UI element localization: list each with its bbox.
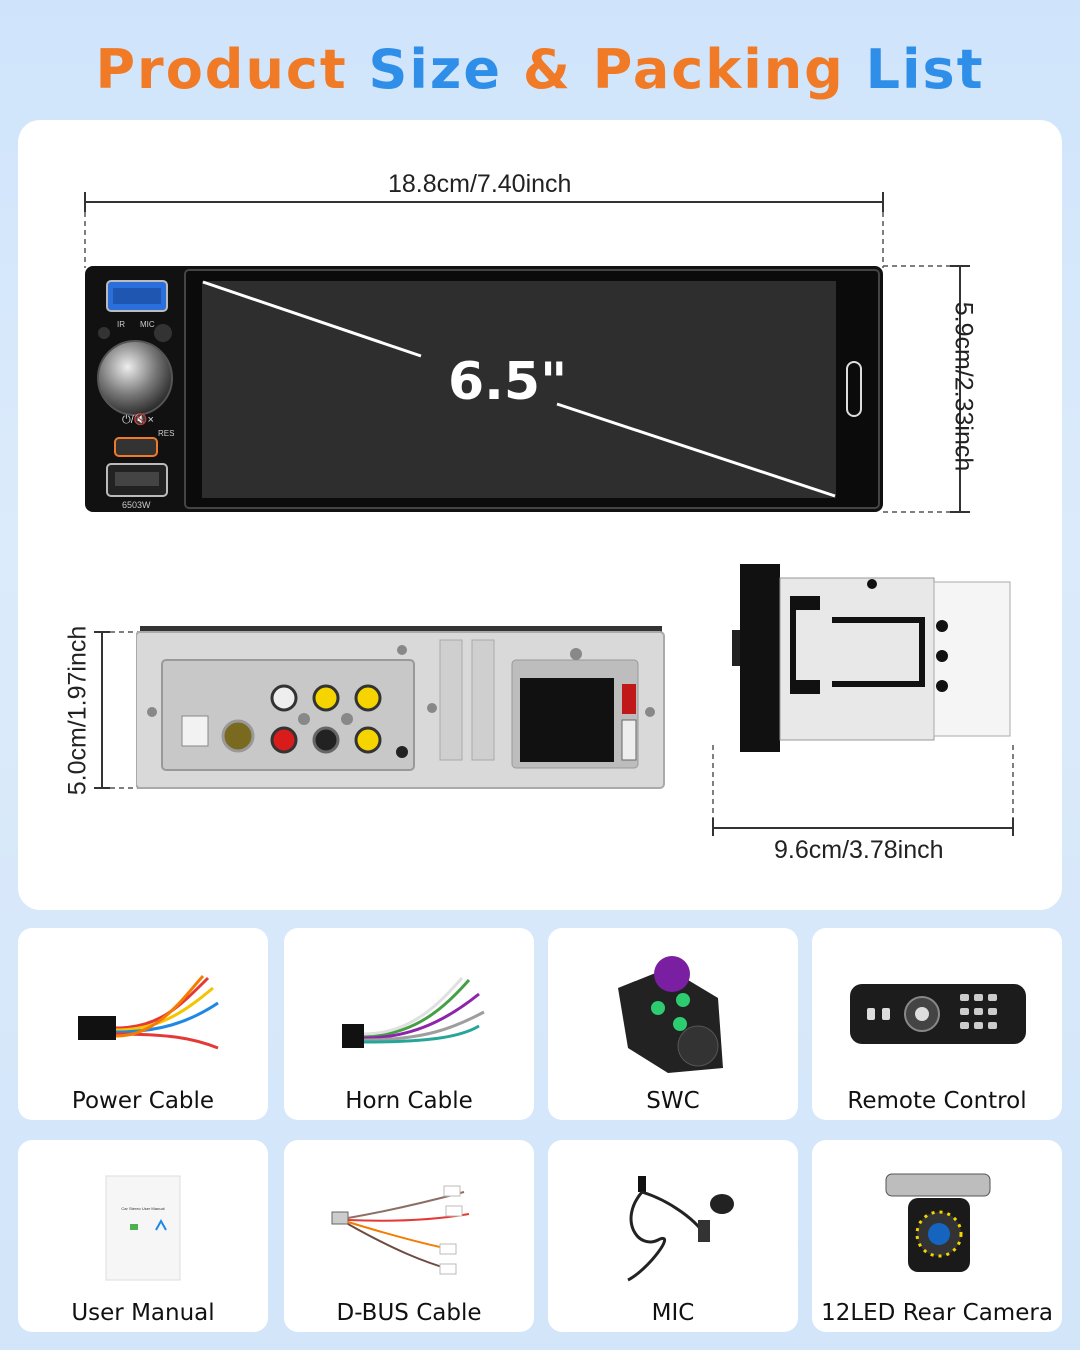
head-unit-side [732, 564, 1011, 752]
ir-label: IR [117, 320, 125, 329]
power-cable-icon [78, 974, 219, 1050]
packing-item-horn-cable: Horn Cable [284, 928, 534, 1120]
packing-item-label: User Manual [71, 1300, 215, 1326]
packing-item-label: Power Cable [71, 1088, 215, 1114]
packing-item-remote: Remote Control [812, 928, 1062, 1120]
head-unit-front [85, 266, 883, 512]
packing-item-dbus-cable: D-BUS Cable [284, 1140, 534, 1332]
page-title: Product Size & Packing List [95, 38, 985, 101]
microphone-icon [627, 1176, 734, 1282]
packing-item-label: Remote Control [847, 1088, 1027, 1114]
product-size-panel: 18.8cm/7.40inch 5.9cm/2.33inch 5.0cm/1.9… [18, 120, 1062, 910]
power-mute-label: ⏻/🔇× [122, 414, 154, 426]
dimension-lines [84, 192, 1014, 836]
packing-item-power-cable: Power Cable [18, 928, 268, 1120]
head-unit-back [136, 626, 665, 789]
front-width-label: 18.8cm/7.40inch [388, 170, 572, 198]
packing-item-label: D-BUS Cable [336, 1300, 482, 1326]
model-label: 6503W [122, 500, 151, 510]
front-height-label: 5.9cm/2.33inch [949, 301, 978, 472]
remote-control-icon [850, 984, 1026, 1044]
dbus-cable-icon [331, 1185, 470, 1275]
user-manual-icon [105, 1175, 181, 1281]
horn-cable-icon [342, 976, 485, 1048]
packing-item-label: 12LED Rear Camera [821, 1300, 1053, 1326]
back-height-label: 5.0cm/1.97inch [63, 625, 92, 796]
packing-item-rear-camera: 12LED Rear Camera [812, 1140, 1062, 1332]
manual-cover-text: Car Stereo User Manual [121, 1206, 165, 1211]
res-label: RES [158, 429, 175, 438]
steering-wheel-control-icon [618, 956, 723, 1073]
packing-item-mic: MIC [548, 1140, 798, 1332]
packing-item-user-manual: Car Stereo User Manual User Manual [18, 1140, 268, 1332]
packing-item-label: Horn Cable [345, 1088, 473, 1114]
screen-size-label: 6.5" [448, 352, 568, 412]
mic-label: MIC [140, 320, 155, 329]
packing-item-swc: SWC [548, 928, 798, 1120]
rear-camera-icon [885, 1173, 991, 1272]
packing-item-label: MIC [651, 1300, 695, 1326]
side-depth-label: 9.6cm/3.78inch [774, 836, 944, 864]
packing-item-label: SWC [646, 1088, 700, 1114]
